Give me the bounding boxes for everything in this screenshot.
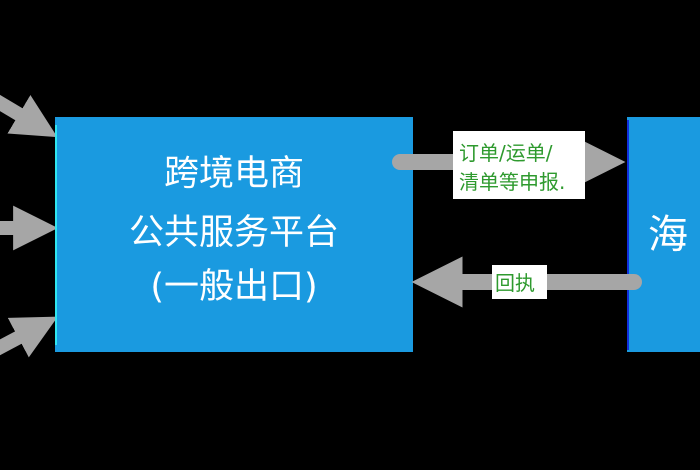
platform-line-1: 跨境电商 (164, 154, 304, 194)
incoming-arrow-bottom (0, 316, 58, 358)
platform-line-3: (一般出口) (150, 267, 317, 307)
submit-label-line-2: 清单等申报. (459, 170, 565, 194)
platform-line-2: 公共服务平台 (129, 213, 339, 253)
submit-label-box (453, 131, 585, 199)
receipt-label-box (492, 265, 547, 299)
submit-label-line-1: 订单/运单/ (459, 141, 553, 165)
customs-box (627, 117, 700, 352)
platform-box (55, 117, 413, 352)
receipt-label: 回执 (495, 271, 535, 295)
customs-label: 海 (648, 212, 688, 258)
incoming-arrow-top (0, 94, 58, 138)
